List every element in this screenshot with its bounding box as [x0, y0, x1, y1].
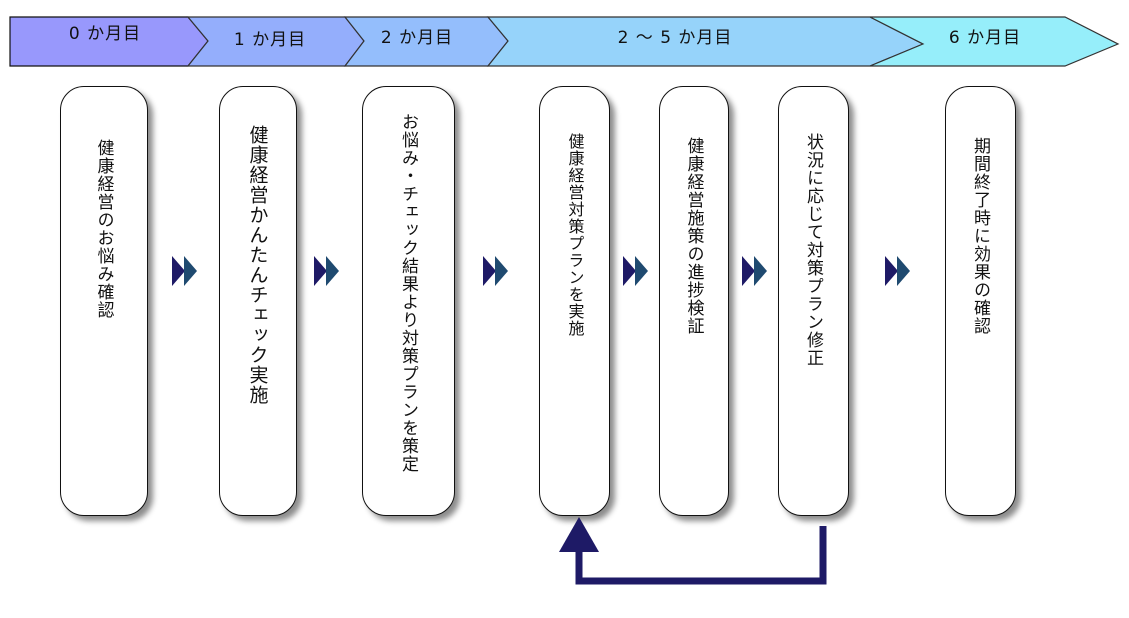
- step-text-2: 健康経営かんたんチェック実施: [246, 125, 269, 405]
- step-text-6: 状況に応じて対策プラン修正: [803, 133, 823, 367]
- loop-line: [575, 526, 827, 585]
- double-chevron-right-icon: [742, 256, 767, 286]
- step-box-4: 健康経営対策プランを実施: [539, 86, 610, 516]
- double-chevron-right-icon: [483, 256, 508, 286]
- step-text-3: お悩み・チェック結果より対策プランを策定: [398, 113, 418, 473]
- step-text-5: 健康経営施策の進捗検証: [683, 137, 704, 335]
- step-text-7: 期間終了時に効果の確認: [970, 137, 990, 335]
- phase-4-segment: [869, 16, 1120, 67]
- step-box-3: お悩み・チェック結果より対策プランを策定: [362, 86, 455, 516]
- double-chevron-right-icon: [172, 256, 197, 286]
- step-box-1: 健康経営のお悩み確認: [60, 86, 148, 516]
- step-text-1: 健康経営のお悩み確認: [93, 139, 114, 319]
- phase-label-0: 0 か月目: [68, 24, 142, 44]
- timeline-band: [9, 16, 1120, 67]
- phase-label-1: 1 か月目: [233, 30, 307, 50]
- phase-label-2: 2 か月目: [380, 28, 454, 48]
- phase-label-4: 6 か月目: [948, 28, 1022, 48]
- step-text-4: 健康経営対策プランを実施: [565, 133, 585, 337]
- step-box-6: 状況に応じて対策プラン修正: [778, 86, 849, 516]
- step-box-2: 健康経営かんたんチェック実施: [219, 86, 297, 516]
- phase-label-3: 2 〜 5 か月目: [617, 28, 733, 48]
- double-chevron-right-icon: [623, 256, 648, 286]
- double-chevron-right-icon: [314, 256, 339, 286]
- double-chevron-right-icon: [885, 256, 910, 286]
- step-box-5: 健康経営施策の進捗検証: [659, 86, 729, 516]
- loop-arrowhead: [559, 517, 599, 552]
- step-box-7: 期間終了時に効果の確認: [945, 86, 1016, 516]
